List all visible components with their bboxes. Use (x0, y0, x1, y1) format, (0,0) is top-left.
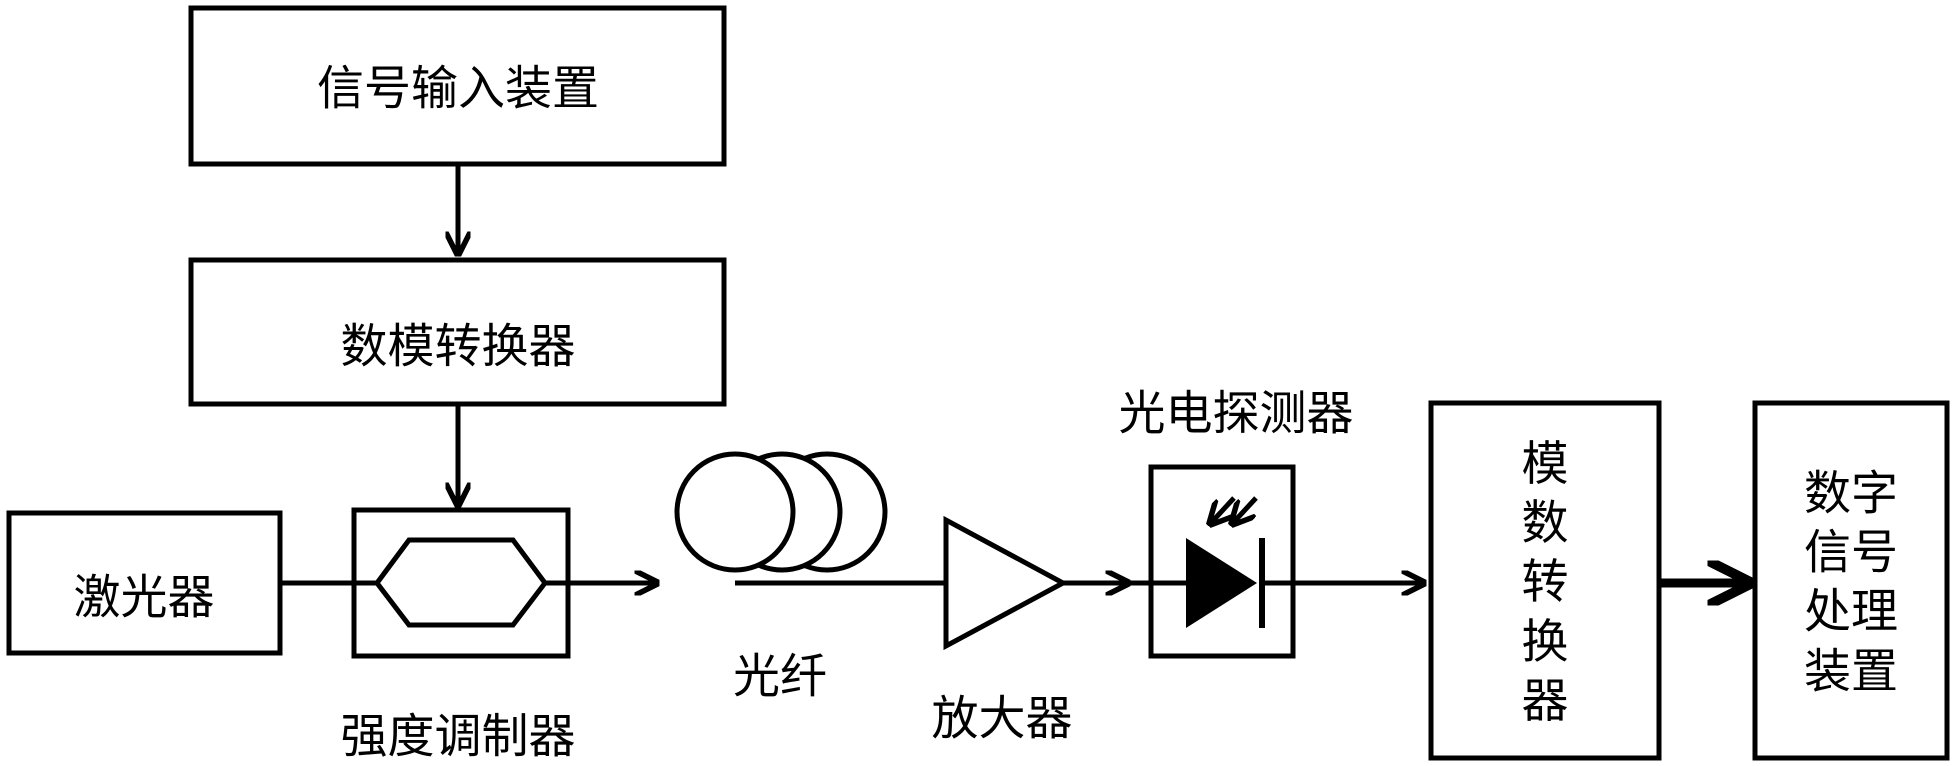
dsp-label: 数字信号处理装置 (1804, 466, 1898, 700)
amplifier-label: 放大器 (931, 691, 1073, 747)
modulator-label: 强度调制器 (340, 709, 576, 765)
fiber-label: 光纤 (733, 649, 827, 705)
laser-label: 激光器 (73, 570, 215, 626)
photodetector-box (1148, 464, 1296, 659)
amplifier-triangle-icon (943, 515, 1069, 651)
photodiode-icon (1186, 496, 1265, 628)
signal-input-label: 信号输入装置 (317, 61, 599, 117)
dac-label: 数模转换器 (340, 319, 576, 375)
fiber-coil-icon (674, 451, 888, 573)
modulator-box (351, 507, 571, 659)
adc-label: 模数转换器 (1521, 436, 1569, 729)
photodetector-label: 光电探测器 (1118, 386, 1354, 442)
modulator-waveguide-icon (373, 537, 549, 628)
dsp-box (1752, 400, 1950, 761)
